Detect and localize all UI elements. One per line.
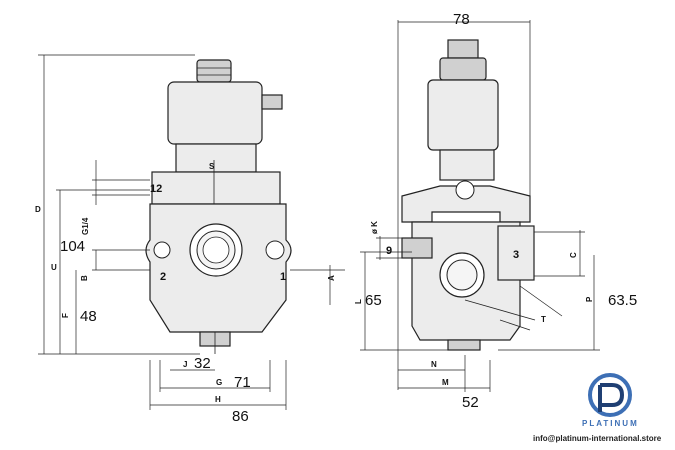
value-86: 86 bbox=[232, 408, 249, 425]
dim-J-label: J bbox=[183, 360, 187, 369]
dim-F-label: F bbox=[61, 313, 70, 318]
platinum-logo bbox=[588, 373, 632, 417]
dim-C-label: C bbox=[569, 252, 578, 258]
dim-K-label: ø K bbox=[370, 221, 379, 234]
dim-U-label: U bbox=[51, 263, 57, 272]
value-65: 65 bbox=[365, 292, 382, 309]
port-9-label: 9 bbox=[386, 245, 392, 257]
brand-name: PLATINUM bbox=[582, 419, 639, 428]
pilot-block bbox=[151, 171, 281, 205]
brand-email: info@platinum-international.store bbox=[533, 434, 662, 443]
port-12-label: 12 bbox=[150, 183, 162, 195]
solenoid-coil bbox=[167, 81, 263, 145]
dim-G-label: G bbox=[216, 378, 222, 387]
front-view bbox=[38, 54, 345, 410]
dim-S-label: S bbox=[209, 162, 215, 171]
thread-label: G1/4 bbox=[81, 217, 90, 235]
port-3-label: 3 bbox=[513, 249, 519, 261]
dim-N-label: N bbox=[431, 360, 437, 369]
value-104: 104 bbox=[60, 238, 85, 255]
side-coil bbox=[427, 79, 499, 151]
dim-M-label: M bbox=[442, 378, 449, 387]
value-52: 52 bbox=[462, 394, 479, 411]
dim-L-label: L bbox=[354, 299, 363, 304]
dim-P-label: P bbox=[585, 296, 594, 302]
dim-T-label: T bbox=[541, 315, 546, 324]
value-48: 48 bbox=[80, 308, 97, 325]
dim-H-label: H bbox=[215, 395, 221, 404]
dim-A-label: A bbox=[327, 275, 336, 281]
side-view bbox=[360, 20, 600, 392]
value-32: 32 bbox=[194, 355, 211, 372]
value-63-5: 63.5 bbox=[608, 292, 637, 309]
port-1-label: 1 bbox=[280, 271, 286, 283]
connector-plug bbox=[196, 59, 232, 83]
value-78: 78 bbox=[453, 11, 470, 28]
dim-D-label: D bbox=[35, 205, 41, 214]
value-71: 71 bbox=[234, 374, 251, 391]
dim-B-label: B bbox=[80, 275, 89, 281]
port-2-label: 2 bbox=[160, 271, 166, 283]
